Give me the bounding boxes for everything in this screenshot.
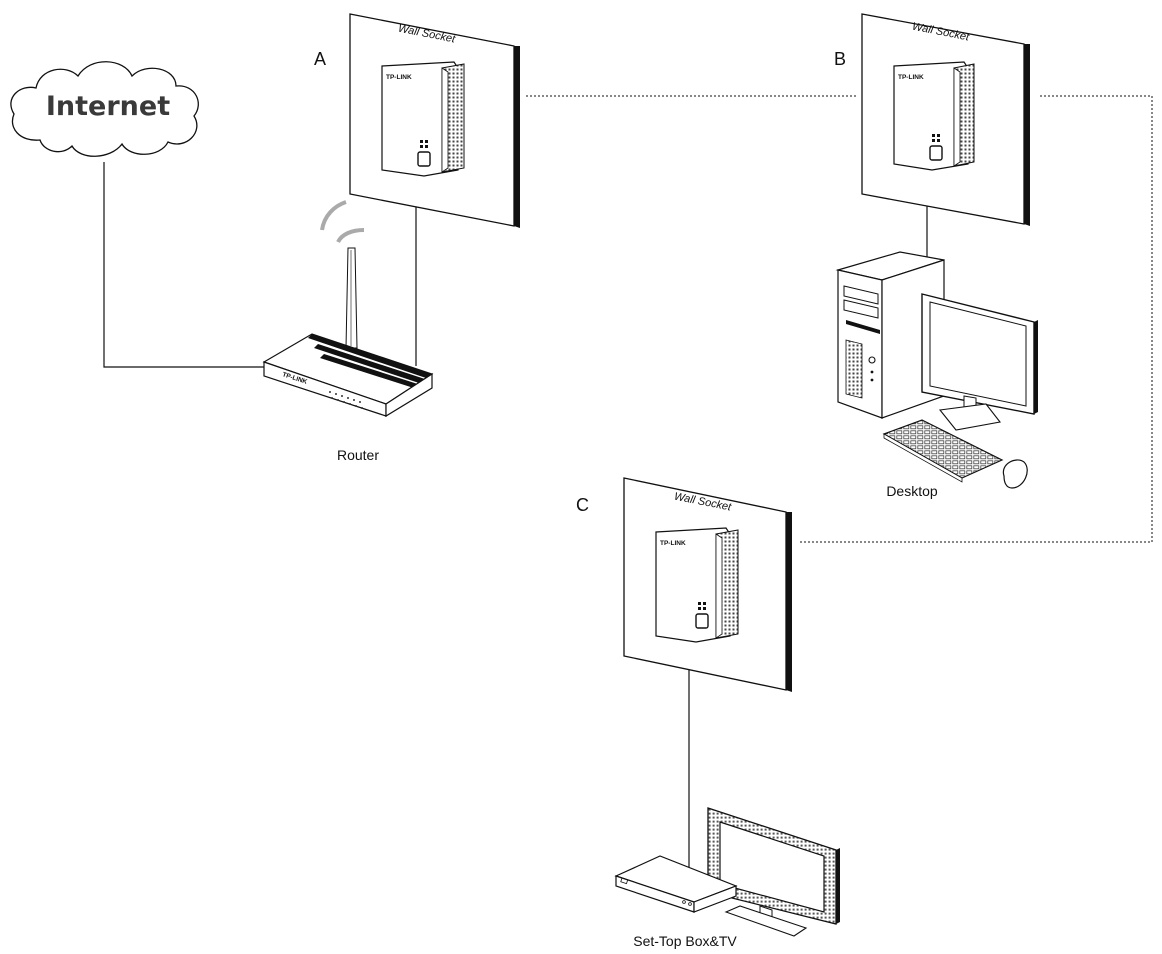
tv-screen [719,821,825,913]
pair-button-c [695,613,709,629]
adapter-b-brand: TP-LINK [898,74,924,81]
tower-vent [845,339,863,399]
internet-router-cable [103,162,268,368]
settop-box-tv: Set-Top Box&TV [614,807,840,949]
socket-c-letter: C [576,495,589,515]
socket-b-edge [1024,44,1030,226]
router-vent-3 [320,354,424,390]
wifi-wave-inner [336,228,365,244]
settop-display [620,877,629,885]
internet-label: Internet [46,91,170,122]
socket-c-edge [786,512,792,692]
pair-button-a [417,151,431,167]
wall-socket-a: A Wall Socket TP-LINK [314,13,520,228]
router-antenna [345,247,358,349]
wall-socket-c: C Wall Socket TP-LINK [576,477,792,692]
router-leds [329,391,363,409]
router-back-vents [308,334,432,378]
adapter-c-brand: TP-LINK [660,540,686,547]
powerline-adapter-c: TP-LINK [655,527,739,643]
pair-button-b [929,145,943,161]
router-vent-2 [314,344,428,384]
cloud-icon [10,61,199,157]
desktop-label: Desktop [886,483,938,499]
powerline-link-b-c [800,95,1153,543]
dvd-slot [846,320,880,334]
router-label: Router [337,447,379,463]
desktop-computer: Desktop [835,251,1038,499]
drive-bay-1 [843,285,879,305]
socket-a-letter: A [314,49,326,69]
tv-edge [836,848,840,924]
settop-box-side [693,885,737,913]
wifi-signal-icon [320,200,347,231]
settop-label: Set-Top Box&TV [633,933,737,949]
tv-stand [724,905,808,937]
router-body-side [385,372,433,418]
wall-socket-b: B Wall Socket TP-LINK [834,13,1030,226]
monitor-screen [929,301,1027,407]
monitor-base [938,403,1001,431]
drive-bay-2 [843,299,879,319]
monitor-edge [1034,320,1038,414]
socket-a-edge [514,46,520,228]
socket-b-letter: B [834,49,846,69]
powerline-adapter-a: TP-LINK [381,61,465,177]
router: TP-LINK Router [262,200,434,463]
adapter-a-brand: TP-LINK [386,74,412,81]
mouse-icon [1002,459,1028,489]
internet-cloud: Internet [10,61,199,157]
powerline-adapter-b: TP-LINK [893,61,975,171]
power-button-icon [868,356,876,364]
